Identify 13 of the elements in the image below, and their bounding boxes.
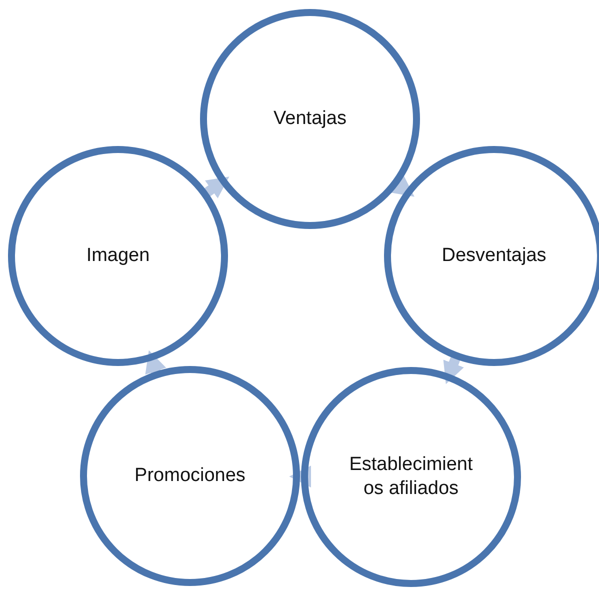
arrow bbox=[145, 350, 166, 377]
circle-node bbox=[384, 146, 599, 366]
node-label: Ventajas bbox=[272, 107, 348, 131]
node-label: Imagen bbox=[85, 244, 151, 268]
circle-node bbox=[200, 9, 420, 229]
arrow bbox=[390, 174, 414, 197]
circle-node bbox=[301, 367, 521, 587]
arrow bbox=[289, 466, 312, 488]
node-label: Promociones bbox=[134, 464, 246, 488]
circle-node bbox=[80, 366, 300, 586]
node-label: Desventajas bbox=[440, 244, 548, 268]
circle-node bbox=[8, 146, 228, 366]
node-label: Establecimient os afiliados bbox=[348, 453, 474, 501]
